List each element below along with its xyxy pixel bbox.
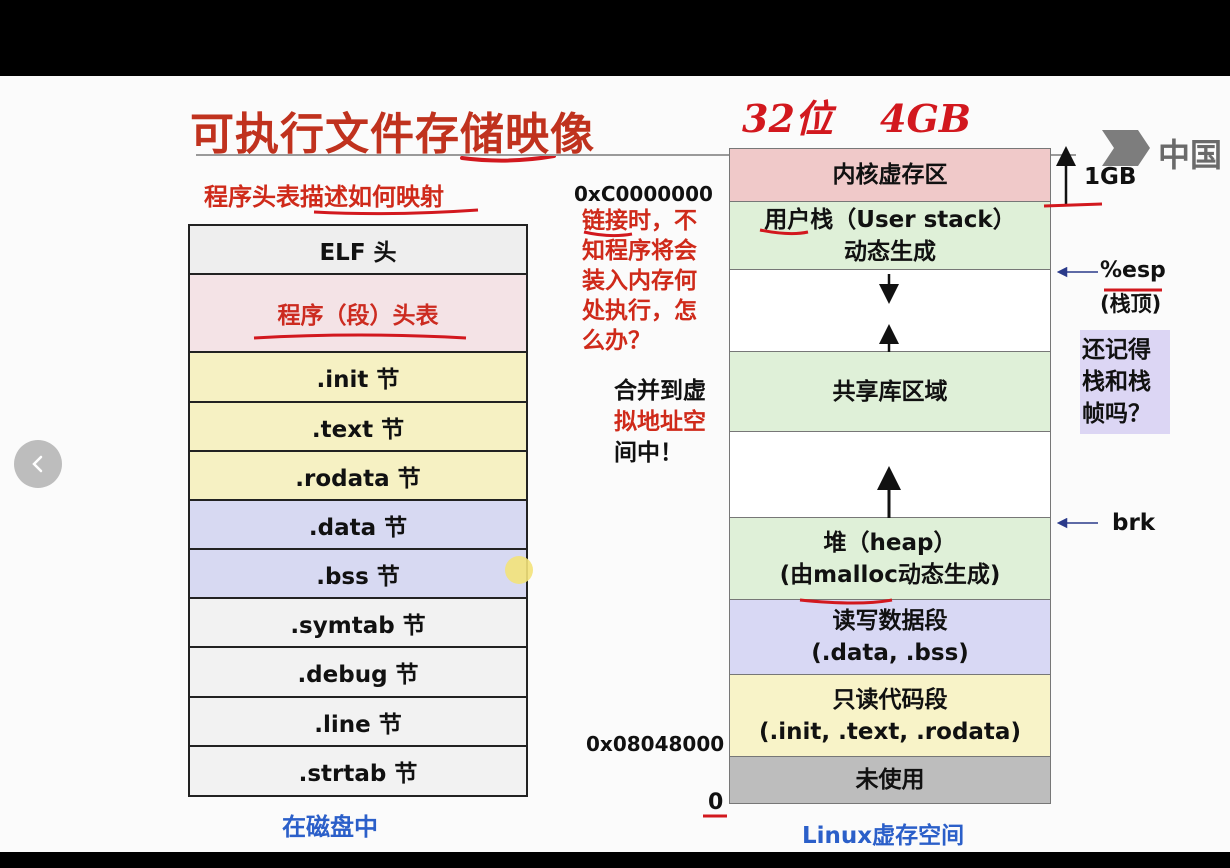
disk-segment: .bss 节 — [188, 550, 528, 599]
note-line: 么办？ — [582, 328, 651, 354]
kernel-size-label: 1GB — [1084, 164, 1137, 190]
chevron-left-icon — [32, 455, 43, 473]
segment-line: (.data, .bss) — [811, 640, 969, 666]
disk-caption: 在磁盘中 — [282, 813, 378, 841]
segment-line: 用户栈（User stack） — [764, 206, 1016, 233]
note-line: 处执行，怎 — [582, 298, 697, 324]
memory-segment: 只读代码段 (.init, .text, .rodata) — [729, 675, 1051, 757]
memory-segment: 内核虚存区 — [729, 148, 1051, 202]
segment-line: 动态生成 — [844, 238, 936, 265]
memory-zero-label: 0 — [708, 790, 724, 815]
note-line: 装入内存何 — [582, 268, 697, 294]
note-line: 间中！ — [614, 440, 683, 466]
handwritten-32bit-note: 32位 — [742, 96, 833, 141]
disk-segment: ELF 头 — [188, 224, 528, 275]
memory-segment: 未使用 — [729, 757, 1051, 804]
recall-note-box — [1080, 330, 1170, 434]
disk-segment: .text 节 — [188, 403, 528, 452]
cursor-highlight — [505, 556, 533, 584]
segment-line: 未使用 — [855, 767, 925, 793]
title-divider — [196, 154, 1076, 156]
segment-line: 共享库区域 — [832, 378, 948, 405]
note-line: 拟地址空 — [614, 409, 706, 435]
disk-segment: .rodata 节 — [188, 452, 528, 501]
esp-label: %esp — [1100, 258, 1166, 283]
segment-line: 读写数据段 — [832, 608, 948, 634]
disk-layout-table: ELF 头 程序（段）头表 .init 节 .text 节 .rodata 节 … — [188, 224, 528, 797]
kernel-address-label: 0xC0000000 — [574, 182, 713, 206]
disk-segment: .debug 节 — [188, 648, 528, 698]
handwritten-4gb-note: 4GB — [880, 96, 972, 141]
memory-segment: 共享库区域 — [729, 352, 1051, 432]
memory-segment: 用户栈（User stack） 动态生成 — [729, 202, 1051, 270]
merge-note: 合并到虚 拟地址空 间中！ — [614, 376, 706, 469]
logo-icon — [1098, 126, 1154, 170]
previous-slide-button[interactable] — [14, 440, 62, 488]
recall-note: 还记得 栈和栈 帧吗？ — [1082, 334, 1151, 430]
note-line: 合并到虚 — [614, 378, 706, 404]
memory-segment-gap — [729, 432, 1051, 518]
zero-underline-mark — [703, 814, 727, 818]
program-header-underline — [253, 333, 467, 340]
disk-segment: .init 节 — [188, 353, 528, 403]
memory-caption: Linux虚存空间 — [802, 823, 965, 849]
note-line: 知程序将会 — [582, 238, 697, 264]
disk-segment: .line 节 — [188, 698, 528, 747]
disk-segment: .strtab 节 — [188, 747, 528, 797]
disk-segment: .symtab 节 — [188, 599, 528, 648]
disk-heading-underline — [313, 208, 479, 216]
note-line: 帧吗？ — [1082, 401, 1151, 427]
note-line: 栈和栈 — [1082, 369, 1151, 395]
memory-segment: 堆（heap） (由malloc动态生成) — [729, 518, 1051, 600]
brk-label: brk — [1112, 510, 1156, 536]
disk-segment: .data 节 — [188, 501, 528, 550]
segment-line: (.init, .text, .rodata) — [759, 718, 1021, 745]
note-line: 还记得 — [1082, 337, 1151, 363]
note-line: 链接时，不 — [582, 208, 697, 234]
segment-line: 内核虚存区 — [832, 162, 948, 188]
link-question-note: 链接时，不 知程序将会 装入内存何 处执行，怎 么办？ — [582, 206, 697, 356]
logo-text: 中国 — [1158, 136, 1223, 174]
memory-segment: 读写数据段 (.data, .bss) — [729, 600, 1051, 675]
memory-segment-gap — [729, 270, 1051, 352]
memory-layout-table: 内核虚存区 用户栈（User stack） 动态生成 共享库区域 堆（heap）… — [729, 148, 1051, 804]
title-underline-mark — [460, 154, 556, 163]
slide: 可执行文件存储映像 32位 4GB 中国 程序头表描述如何映射 ELF 头 程序… — [0, 76, 1230, 852]
text-base-address-label: 0x08048000 — [586, 732, 725, 756]
segment-line: (由malloc动态生成) — [779, 561, 1001, 588]
segment-line: 堆（heap） — [823, 529, 957, 556]
disk-heading: 程序头表描述如何映射 — [204, 183, 444, 211]
disk-segment: 程序（段）头表 — [188, 275, 528, 353]
esp-sub-label: (栈顶) — [1100, 292, 1162, 316]
page-title: 可执行文件存储映像 — [190, 109, 595, 160]
segment-line: 只读代码段 — [832, 686, 948, 713]
